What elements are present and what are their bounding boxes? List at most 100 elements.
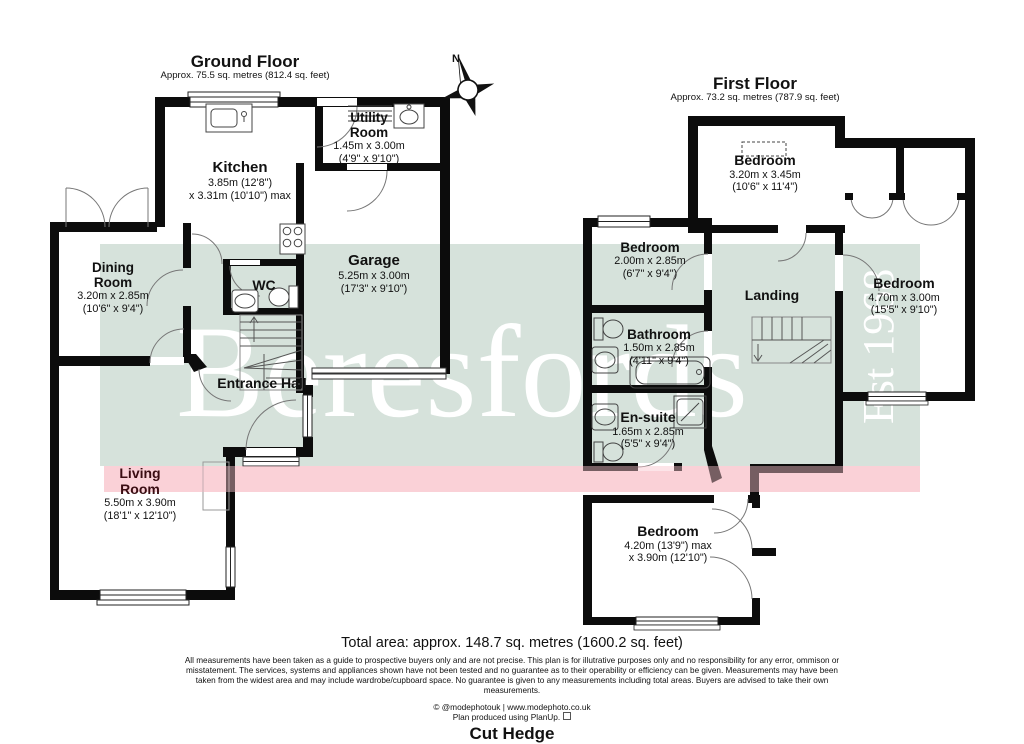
room-name: Living Room [119, 465, 161, 497]
first-door-openings [638, 225, 843, 598]
dining-living-door-arc [149, 328, 185, 364]
room-dim: (18'1" x 12'10") [103, 510, 177, 523]
ensuite-basin-fixture [591, 403, 619, 431]
room-name: Garage [348, 252, 400, 269]
room-dim: (10'6" x 9'4") [82, 302, 144, 315]
room-dim: 4.20m (13'9") max [624, 539, 712, 552]
room-label-garage: Garage 5.25m x 3.00m (17'3" x 9'10") [338, 252, 410, 295]
hall-side-window [302, 394, 313, 438]
ground-stairs [239, 314, 303, 391]
room-name: Bedroom [620, 240, 680, 255]
ground-floor-title: Ground Floor [190, 52, 300, 71]
room-dim: 5.25m x 3.00m [338, 269, 410, 282]
utility-sink-fixture [393, 103, 425, 129]
closet2-door-arc [709, 556, 753, 600]
room-label-dining: Dining Room 3.20m x 2.85m (10'6" x 9'4") [73, 260, 153, 316]
ground-door-openings [150, 98, 387, 456]
ground-windows [96, 91, 447, 606]
room-dim: 5.50m x 3.90m [104, 497, 176, 510]
disclaimer-text: All measurements have been taken as a gu… [184, 656, 840, 695]
room-dim: (15'5" x 9'10") [870, 304, 938, 317]
front-door-arc [245, 399, 297, 451]
kitchen-hall-door-arc [191, 233, 223, 265]
room-label-kitchen: Kitchen 3.85m (12'8") x 3.31m (10'10") m… [189, 159, 291, 202]
ensuite-door-arc [637, 430, 675, 468]
room-name: Landing [744, 287, 800, 303]
bathroom-toilet-fixture [593, 317, 624, 341]
ground-floor-title-block: Ground Floor Approx. 75.5 sq. metres (81… [160, 52, 329, 82]
property-name: Cut Hedge [469, 724, 555, 743]
bath-fixture [629, 356, 711, 389]
room-label-landing: Landing [744, 287, 800, 304]
wc-toilet-fixture [268, 285, 299, 309]
room-label-bathroom: Bathroom 1.50m x 2.85m (4'11" x 9'4") [623, 327, 694, 368]
right-bedroom-window [865, 391, 929, 406]
wc-basin-fixture [231, 289, 259, 313]
room-name: Kitchen [212, 159, 268, 176]
living-bottom-window [96, 589, 190, 606]
ground-floor-plan [50, 91, 450, 606]
room-label-bedroom-right: Bedroom 4.70m x 3.00m (15'5" x 9'10") [868, 275, 940, 317]
room-label-hall: Entrance Hall [215, 375, 310, 392]
small-bedroom-window [597, 215, 651, 228]
room-dim: x 3.31m (10'10") max [189, 189, 291, 202]
ensuite-toilet-fixture [593, 441, 624, 463]
room-dim: (6'7" x 9'4") [622, 267, 678, 280]
room-label-utility: Utility Room 1.45m x 3.00m (4'9" x 9'10"… [332, 110, 407, 166]
hob-fixture [279, 223, 306, 255]
bathroom-basin-fixture [591, 346, 619, 374]
first-stairs [751, 316, 832, 364]
chimney-breast [202, 461, 230, 511]
garage-door [311, 367, 447, 380]
disclaimer: All measurements have been taken as a gu… [0, 656, 1024, 696]
room-dim: 1.65m x 2.85m [612, 425, 684, 438]
front-door-threshold [242, 456, 300, 467]
room-name: Bedroom [873, 275, 935, 291]
room-dim: 3.20m x 2.85m [77, 290, 149, 303]
room-dim: 1.50m x 2.85m [623, 342, 695, 355]
first-floor-title: First Floor [712, 74, 798, 93]
ground-fixtures [202, 103, 425, 511]
room-dim: (4'11" x 9'4") [629, 354, 689, 367]
top-bedroom-door-arc [777, 232, 807, 262]
shower-fixture [673, 395, 707, 429]
room-name: Bedroom [734, 152, 796, 168]
room-dim: (4'9" x 9'10") [338, 152, 400, 165]
room-name: Utility Room [349, 110, 389, 141]
room-dim: (5'5" x 9'4") [620, 438, 676, 451]
room-label-bedroom-bottom: Bedroom 4.20m (13'9") max x 3.90m (12'10… [624, 523, 712, 565]
pink-band-overlay [104, 466, 920, 492]
room-dim: 3.20m x 3.45m [729, 168, 801, 181]
room-label-living: Living Room 5.50m x 3.90m (18'1" x 12'10… [100, 465, 180, 523]
room-dim: 3.85m (12'8") [207, 176, 273, 189]
credit-line-1: © @modephotouk | www.modephoto.co.uk [433, 702, 591, 712]
living-side-window [225, 546, 236, 588]
stairs-up-arrow [249, 316, 259, 342]
planup-logo-icon [563, 712, 572, 720]
compass-north-label: N [452, 53, 460, 65]
first-fixtures [591, 141, 787, 463]
room-dim: (10'6" x 11'4") [732, 181, 798, 194]
living-door-arc [198, 368, 232, 402]
room-dim: 1.45m x 3.00m [333, 140, 405, 153]
first-windows [597, 215, 929, 631]
bottom-bedroom-door-arc [713, 498, 749, 534]
room-label-bedroom-top: Bedroom 3.20m x 3.45m (10'6" x 11'4") [729, 152, 801, 194]
utility-back-door-arc [316, 106, 358, 148]
utility-garage-door-arc [346, 170, 388, 212]
room-label-bedroom-small: Bedroom 2.00m x 2.85m (6'7" x 9'4") [614, 240, 685, 281]
room-dim: (17'3" x 9'10") [340, 282, 408, 295]
room-dim: 2.00m x 2.85m [614, 255, 686, 268]
credit-line-2: Plan produced using PlanUp. [0, 712, 1024, 722]
room-name: En-suite [620, 409, 676, 425]
room-label-ensuite: En-suite 1.65m x 2.85m (5'5" x 9'4") [612, 409, 684, 451]
small-bedroom-door-arc [671, 253, 709, 291]
room-dim: 4.70m x 3.00m [868, 291, 940, 304]
loft-hatch-dashed [741, 141, 787, 157]
room-label-wc: WC [252, 277, 275, 294]
credit-line-2-text: Plan produced using PlanUp. [452, 712, 561, 722]
french-doors-arcs [65, 187, 149, 228]
room-dim: x 3.90m (12'10") [628, 552, 708, 565]
utility-appliance-lines [348, 105, 392, 122]
